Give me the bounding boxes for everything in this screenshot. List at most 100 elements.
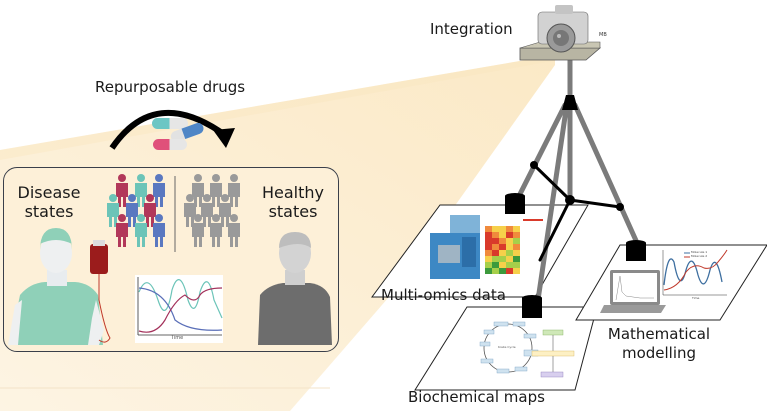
modelling-time-label: Time [692,296,700,300]
heatmap-cell [506,238,513,244]
heatmap-cell [499,256,506,262]
mini-series-crimson [138,287,223,333]
heatmap-color-key [523,219,543,221]
healthy-person-icon [210,214,222,247]
healthy-person-icon [192,174,204,207]
heatmap-cell [513,256,520,262]
disease-person-icon [135,174,147,207]
disease-person-icon [144,194,156,227]
tripod-head [562,95,578,110]
mathematical-modelling-label: Mathematical modelling [607,325,711,362]
laptop-icon [600,270,666,313]
heatmap-cell [492,238,499,244]
disease-person-icon [153,214,165,247]
heatmap-cell [513,238,520,244]
oscillation-chart [662,249,728,296]
healthy-person-icon [210,174,222,207]
krebs-cycle-nodes [479,321,539,374]
tripod-foot-biochemical [522,295,542,318]
heatmap-cell [506,256,513,262]
heatmap-cell [492,232,499,238]
healthy-person-icon [192,214,204,247]
disease-person-icon [107,194,119,227]
heatmap-cell [492,244,499,250]
camera-plate-label: MB [599,32,607,38]
heatmap-cell [513,268,520,274]
heatmap-cell [513,250,520,256]
disease-states-label: Disease states [17,183,81,221]
healthy-person-icon [228,174,240,207]
mini-series-teal [138,279,223,319]
heatmap-cell [485,232,492,238]
healthy-person-figure [258,232,332,345]
heatmap-cell [513,232,520,238]
heatmap-cell [506,226,513,232]
healthy-person-icon [201,194,213,227]
biochemical-maps-platform [414,306,598,391]
glycolysis-pathway [531,329,575,378]
heatmap-cell [499,268,506,274]
heatmap-cell [499,226,506,232]
heatmap-cell [513,226,520,232]
heatmap-cell [492,256,499,262]
heatmap-cell [485,226,492,232]
heatmap-cell [499,238,506,244]
heatmap-cell [485,256,492,262]
legend-molecule-1: Molecule 1 [691,250,708,254]
heatmap-cell [485,238,492,244]
heatmap-cell [485,250,492,256]
camera-icon [537,5,589,53]
heatmap-cell [492,226,499,232]
heatmap-cell [485,262,492,268]
tripod-foot-modelling [626,240,646,261]
heatmap-cell [513,262,520,268]
heatmap-cell [506,262,513,268]
krebs-cycle-text: Krebs Cycle [498,345,516,349]
mini-series-blue [138,287,223,331]
healthy-states-label: Healthy states [261,183,324,221]
molecule-2-series [663,249,728,291]
heatmap-cell [492,250,499,256]
multi-omics-label: Multi-omics data [381,286,506,304]
heatmap-cell [499,250,506,256]
disease-person-icon [135,214,147,247]
legend-molecule-2: Molecule 2 [691,254,708,258]
heatmap-cell [506,232,513,238]
heatmap-cell [499,244,506,250]
disease-person-icon [126,194,138,227]
disease-person-icon [153,174,165,207]
pills-icon [152,118,204,150]
heatmap-cell [513,244,520,250]
repurposable-drugs-label: Repurposable drugs [95,78,246,96]
heatmap-cell [492,262,499,268]
tripod-foot-multi-omics [505,193,525,214]
curved-arrow-icon [109,109,227,150]
sick-patient-figure [8,228,104,345]
heatmap-cell [506,244,513,250]
integration-label: Integration [430,20,513,38]
iv-blood-bag-icon [90,240,111,343]
heatmap-cell [506,268,513,274]
healthy-person-icon [219,194,231,227]
heatmap-icon [485,219,543,274]
healthy-person-icon [184,194,196,227]
heatmap-cell [492,268,499,274]
heatmap-cell [506,250,513,256]
biochemical-maps-label: Biochemical maps [408,388,545,406]
heatmap-cell [499,232,506,238]
heatmap-cell [485,244,492,250]
mass-spectrometer-icon [430,215,480,279]
disease-person-icon [116,214,128,247]
heatmap-cell [485,268,492,274]
disease-person-icon [116,174,128,207]
heatmap-cell [499,262,506,268]
healthy-person-icon [228,214,240,247]
